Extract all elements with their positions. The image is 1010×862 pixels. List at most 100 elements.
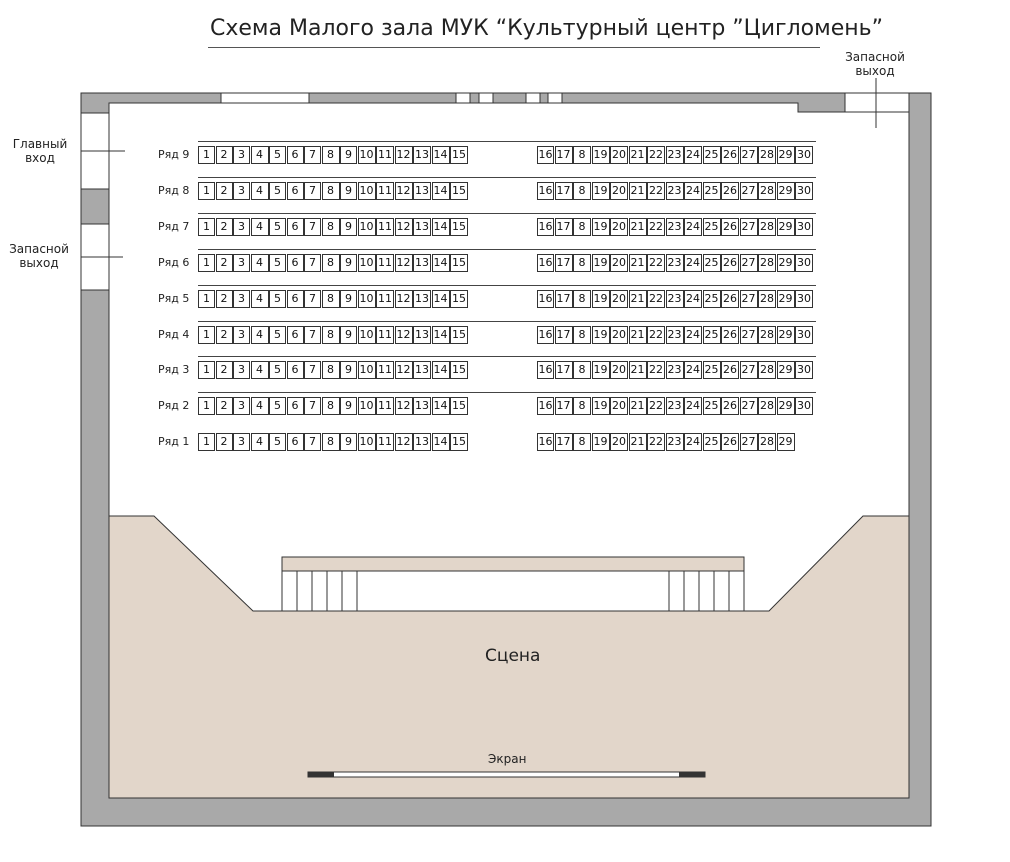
seat[interactable]: 28 (758, 182, 776, 200)
seat[interactable]: 15 (450, 182, 468, 200)
seat[interactable]: 25 (702, 182, 721, 200)
seat[interactable]: 23 (665, 290, 684, 308)
seat[interactable]: 14 (431, 254, 450, 272)
seat[interactable]: 14 (431, 397, 450, 415)
seat[interactable]: 21 (628, 290, 647, 308)
seat[interactable]: 26 (721, 218, 739, 236)
seat[interactable]: 29 (776, 254, 795, 272)
seat[interactable]: 8 (321, 326, 340, 344)
seat[interactable]: 5 (269, 397, 286, 415)
seat[interactable]: 13 (413, 182, 431, 200)
seat[interactable]: 15 (450, 290, 468, 308)
seat[interactable]: 8 (573, 218, 591, 236)
seat[interactable]: 14 (431, 182, 450, 200)
seat[interactable]: 30 (795, 290, 813, 308)
seat[interactable]: 5 (269, 254, 286, 272)
seat[interactable]: 26 (721, 361, 739, 379)
seat[interactable]: 5 (269, 433, 286, 451)
seat[interactable]: 24 (684, 254, 702, 272)
seat[interactable]: 29 (776, 146, 795, 164)
seat[interactable]: 12 (394, 290, 413, 308)
seat[interactable]: 27 (739, 146, 758, 164)
seat[interactable]: 8 (573, 397, 591, 415)
seat[interactable]: 11 (376, 397, 394, 415)
seat[interactable]: 19 (591, 326, 610, 344)
seat[interactable]: 28 (758, 326, 776, 344)
seat[interactable]: 11 (376, 433, 394, 451)
seat[interactable]: 16 (537, 397, 554, 415)
seat[interactable]: 26 (721, 397, 739, 415)
seat[interactable]: 8 (573, 290, 591, 308)
seat[interactable]: 7 (304, 361, 321, 379)
seat[interactable]: 22 (647, 433, 665, 451)
seat[interactable]: 7 (304, 182, 321, 200)
seat[interactable]: 19 (591, 146, 610, 164)
seat[interactable]: 14 (431, 146, 450, 164)
seat[interactable]: 17 (554, 290, 573, 308)
seat[interactable]: 30 (795, 146, 813, 164)
seat[interactable]: 29 (776, 218, 795, 236)
seat[interactable]: 15 (450, 397, 468, 415)
seat[interactable]: 16 (537, 146, 554, 164)
seat[interactable]: 28 (758, 146, 776, 164)
seat[interactable]: 9 (340, 146, 357, 164)
seat[interactable]: 23 (665, 254, 684, 272)
seat[interactable]: 28 (758, 290, 776, 308)
seat[interactable]: 9 (340, 433, 357, 451)
seat[interactable]: 8 (321, 397, 340, 415)
seat[interactable]: 26 (721, 146, 739, 164)
seat[interactable]: 27 (739, 326, 758, 344)
seat[interactable]: 15 (450, 361, 468, 379)
seat[interactable]: 8 (573, 146, 591, 164)
seat[interactable]: 27 (739, 397, 758, 415)
seat[interactable]: 12 (394, 254, 413, 272)
seat[interactable]: 8 (321, 182, 340, 200)
seat[interactable]: 17 (554, 182, 573, 200)
seat[interactable]: 15 (450, 326, 468, 344)
seat[interactable]: 13 (413, 361, 431, 379)
seat[interactable]: 4 (250, 182, 269, 200)
seat[interactable]: 8 (321, 290, 340, 308)
seat[interactable]: 30 (795, 397, 813, 415)
seat[interactable]: 1 (198, 397, 215, 415)
seat[interactable]: 1 (198, 326, 215, 344)
seat[interactable]: 8 (321, 361, 340, 379)
seat[interactable]: 25 (702, 326, 721, 344)
seat[interactable]: 2 (215, 290, 233, 308)
seat[interactable]: 19 (591, 218, 610, 236)
seat[interactable]: 20 (610, 433, 628, 451)
seat[interactable]: 17 (554, 326, 573, 344)
seat[interactable]: 21 (628, 326, 647, 344)
seat[interactable]: 24 (684, 146, 702, 164)
seat[interactable]: 25 (702, 254, 721, 272)
seat[interactable]: 21 (628, 254, 647, 272)
seat[interactable]: 14 (431, 218, 450, 236)
seat[interactable]: 4 (250, 433, 269, 451)
seat[interactable]: 27 (739, 361, 758, 379)
seat[interactable]: 5 (269, 326, 286, 344)
seat[interactable]: 8 (573, 433, 591, 451)
seat[interactable]: 3 (233, 218, 250, 236)
seat[interactable]: 30 (795, 326, 813, 344)
seat[interactable]: 21 (628, 433, 647, 451)
seat[interactable]: 4 (250, 218, 269, 236)
seat[interactable]: 13 (413, 433, 431, 451)
seat[interactable]: 14 (431, 290, 450, 308)
seat[interactable]: 20 (610, 397, 628, 415)
seat[interactable]: 12 (394, 433, 413, 451)
seat[interactable]: 1 (198, 290, 215, 308)
seat[interactable]: 3 (233, 433, 250, 451)
seat[interactable]: 29 (776, 397, 795, 415)
seat[interactable]: 15 (450, 433, 468, 451)
seat[interactable]: 11 (376, 254, 394, 272)
seat[interactable]: 29 (776, 361, 795, 379)
seat[interactable]: 23 (665, 146, 684, 164)
seat[interactable]: 26 (721, 290, 739, 308)
seat[interactable]: 3 (233, 146, 250, 164)
seat[interactable]: 19 (591, 361, 610, 379)
seat[interactable]: 12 (394, 182, 413, 200)
seat[interactable]: 24 (684, 397, 702, 415)
seat[interactable]: 27 (739, 433, 758, 451)
seat[interactable]: 7 (304, 326, 321, 344)
seat[interactable]: 6 (286, 290, 304, 308)
